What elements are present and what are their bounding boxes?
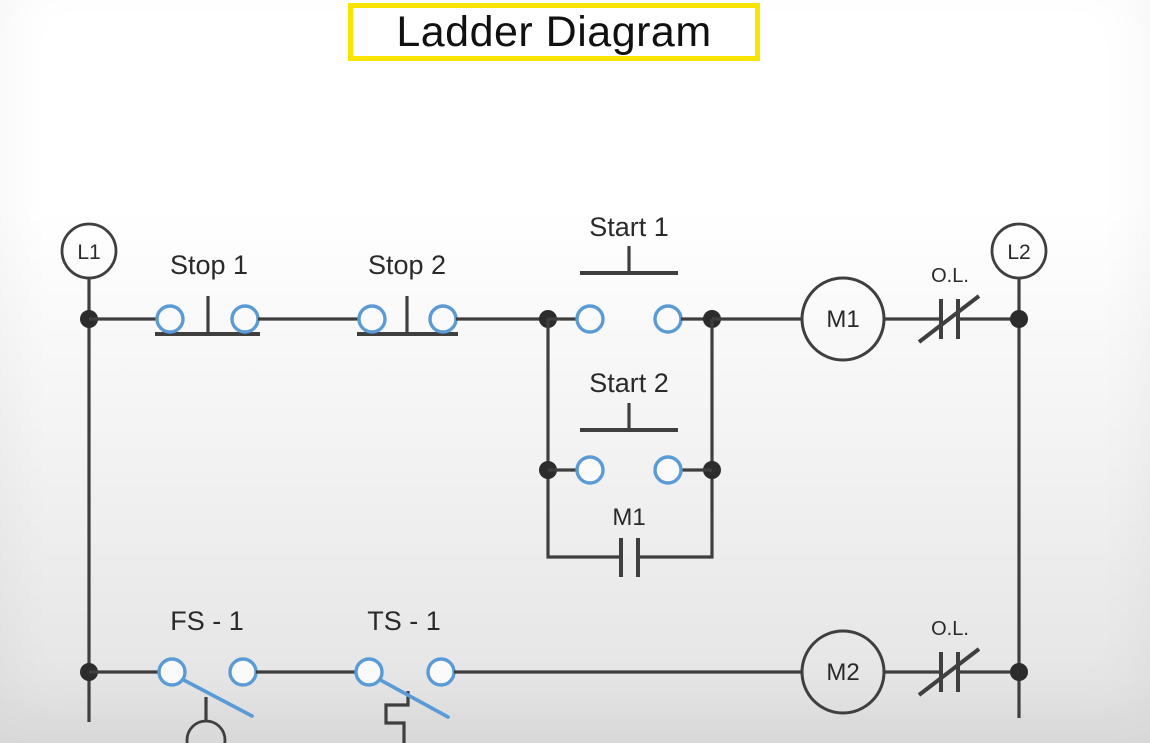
contact-terminal-icon: [157, 657, 187, 687]
contact-terminal-icon: [575, 455, 605, 485]
stop1-label: Stop 1: [170, 250, 248, 280]
contact-terminal-icon: [230, 304, 260, 334]
thermal-element: [384, 691, 410, 743]
m1-seal-contact-label: M1: [612, 504, 645, 531]
power-rail-left: L1: [60, 222, 118, 722]
m1-seal-contact-icon: M1: [612, 504, 646, 577]
ts1-label: TS - 1: [367, 606, 441, 636]
switch-blade: [176, 675, 254, 718]
start2-label: Start 2: [589, 368, 669, 398]
stop2-nc-pushbutton-icon: Stop 2: [357, 250, 458, 336]
start1-no-pushbutton-icon: Start 1: [575, 212, 683, 334]
m2-coil-icon: M2: [800, 629, 886, 715]
switch-blade: [373, 675, 450, 719]
m2-coil-label: M2: [826, 659, 859, 686]
start1-label: Start 1: [589, 212, 669, 242]
contact-terminal-icon: [228, 657, 258, 687]
m1-coil-icon: M1: [800, 276, 886, 362]
diagram-title-box: Ladder Diagram: [348, 3, 760, 61]
overload-slash: [917, 647, 981, 697]
stop1-nc-pushbutton-icon: Stop 1: [155, 250, 260, 336]
overload-contact-icon: O.L.: [917, 618, 981, 697]
junction-dot: [1010, 663, 1028, 681]
overload-label: O.L.: [931, 265, 969, 287]
junction-dot: [1010, 310, 1028, 328]
branch-wire-left: [546, 319, 619, 559]
contact-terminal-icon: [575, 304, 605, 334]
fs1-float-switch-icon: FS - 1: [157, 606, 258, 743]
diagram-title: Ladder Diagram: [396, 7, 712, 56]
power-rail-right: L2: [990, 222, 1048, 718]
l2-terminal-label: L2: [1007, 241, 1030, 264]
stop2-label: Stop 2: [368, 250, 446, 280]
rung-1: Stop 1 Stop 2 Start 1: [80, 212, 1028, 362]
m1-coil-label: M1: [826, 306, 859, 333]
fs1-label: FS - 1: [170, 606, 244, 636]
contact-terminal-icon: [426, 657, 456, 687]
contact-terminal-icon: [428, 304, 458, 334]
start2-no-pushbutton-icon: Start 2: [575, 368, 683, 485]
contact-terminal-icon: [653, 304, 683, 334]
contact-terminal-icon: [354, 657, 384, 687]
overload-contact-icon: O.L.: [917, 265, 981, 344]
contact-terminal-icon: [357, 304, 387, 334]
ts1-temperature-switch-icon: TS - 1: [354, 606, 456, 743]
seal-in-branch: Start 2 M1: [539, 319, 721, 577]
branch-wire-right: [640, 319, 714, 559]
overload-slash: [917, 294, 981, 344]
l1-terminal-label: L1: [77, 241, 100, 264]
overload-label: O.L.: [931, 618, 969, 640]
float-ball-icon: [185, 719, 227, 743]
contact-terminal-icon: [155, 304, 185, 334]
rung-2: FS - 1 TS - 1 M2: [80, 606, 1028, 743]
contact-terminal-icon: [653, 455, 683, 485]
